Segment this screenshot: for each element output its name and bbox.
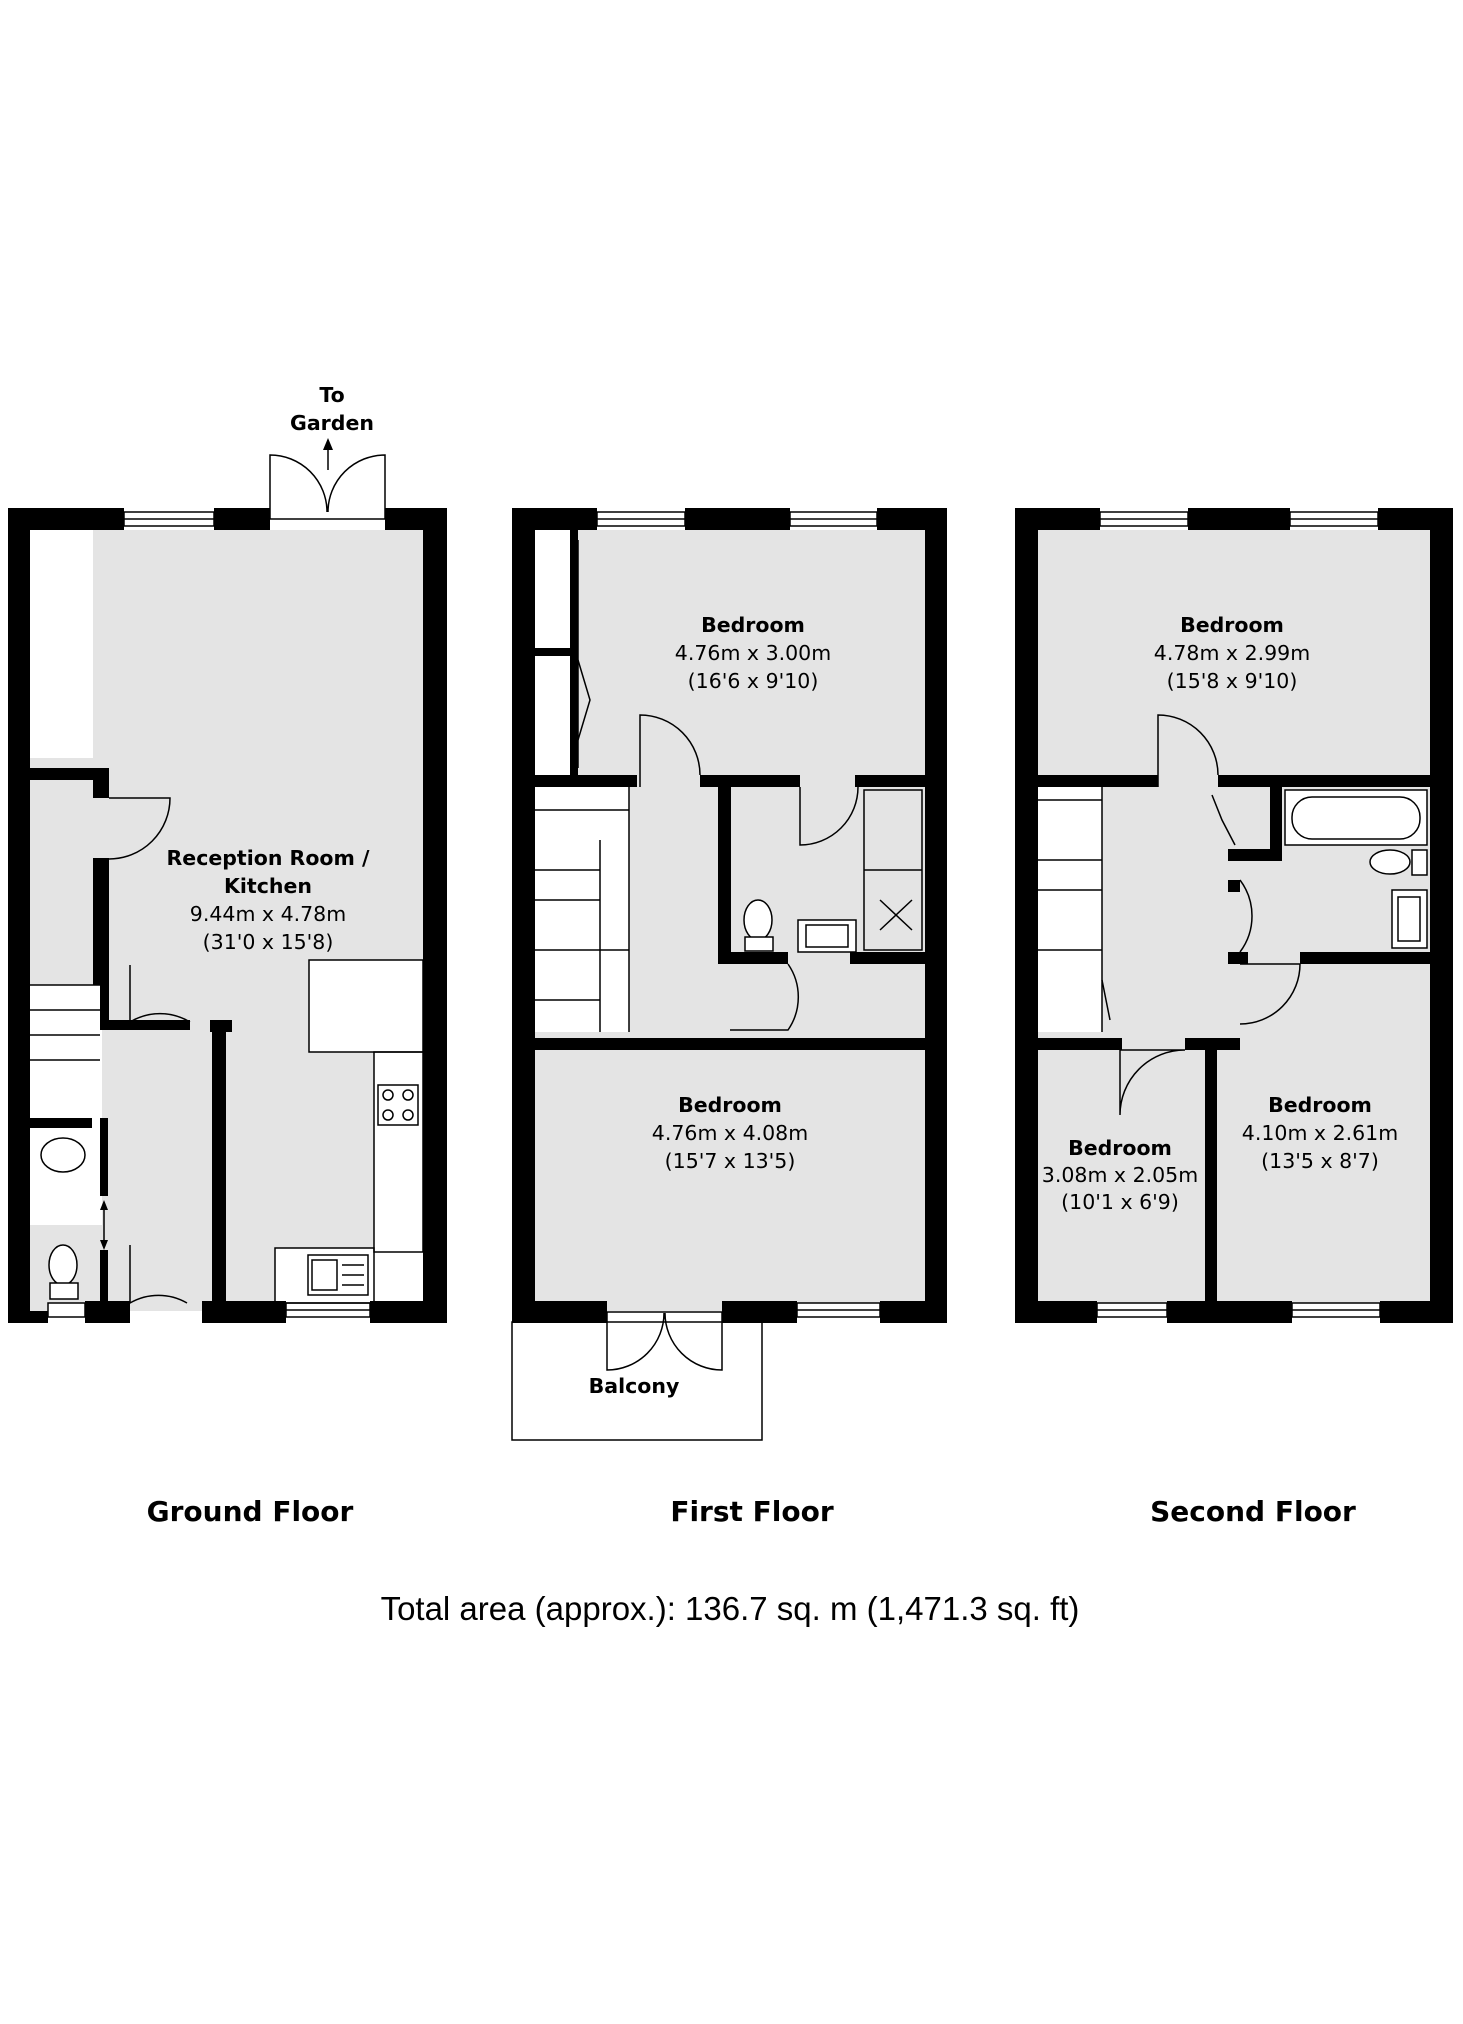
ground-floor-label: Ground Floor bbox=[147, 1495, 354, 1528]
reception-room-metric: 9.44m x 4.78m bbox=[190, 902, 346, 926]
first-floor-plan bbox=[511, 508, 947, 1441]
to-garden-label-line2: Garden bbox=[290, 411, 374, 435]
total-area: Total area (approx.): 136.7 sq. m (1,471… bbox=[381, 1590, 1080, 1627]
sf-rear-bedroom-imperial: (15'8 x 9'10) bbox=[1167, 669, 1298, 693]
ff-rear-bedroom-imperial: (16'6 x 9'10) bbox=[688, 669, 819, 693]
second-floor-plan bbox=[1015, 508, 1453, 1323]
sf-front-bedroom-imperial: (13'5 x 8'7) bbox=[1261, 1149, 1379, 1173]
second-floor-label: Second Floor bbox=[1150, 1495, 1356, 1528]
balcony-label: Balcony bbox=[589, 1374, 680, 1398]
first-floor-label: First Floor bbox=[670, 1495, 834, 1528]
sf-rear-bedroom-metric: 4.78m x 2.99m bbox=[1154, 641, 1310, 665]
sf-front-bedroom-metric: 4.10m x 2.61m bbox=[1242, 1121, 1398, 1145]
ground-floor-plan bbox=[8, 438, 447, 1323]
ff-rear-bedroom-metric: 4.76m x 3.00m bbox=[675, 641, 831, 665]
ff-rear-bedroom-name: Bedroom bbox=[701, 613, 805, 637]
sf-small-bedroom-metric: 3.08m x 2.05m bbox=[1042, 1163, 1198, 1187]
reception-room-name-line1: Reception Room / bbox=[167, 846, 371, 870]
sf-front-bedroom-name: Bedroom bbox=[1268, 1093, 1372, 1117]
to-garden-label-line1: To bbox=[319, 383, 344, 407]
reception-room-name-line2: Kitchen bbox=[224, 874, 312, 898]
sf-rear-bedroom-name: Bedroom bbox=[1180, 613, 1284, 637]
ff-front-bedroom-metric: 4.76m x 4.08m bbox=[652, 1121, 808, 1145]
sf-small-bedroom-name: Bedroom bbox=[1068, 1136, 1172, 1160]
sf-small-bedroom-imperial: (10'1 x 6'9) bbox=[1061, 1190, 1179, 1214]
reception-room-imperial: (31'0 x 15'8) bbox=[203, 930, 334, 954]
ff-front-bedroom-name: Bedroom bbox=[678, 1093, 782, 1117]
ff-front-bedroom-imperial: (15'7 x 13'5) bbox=[665, 1149, 796, 1173]
